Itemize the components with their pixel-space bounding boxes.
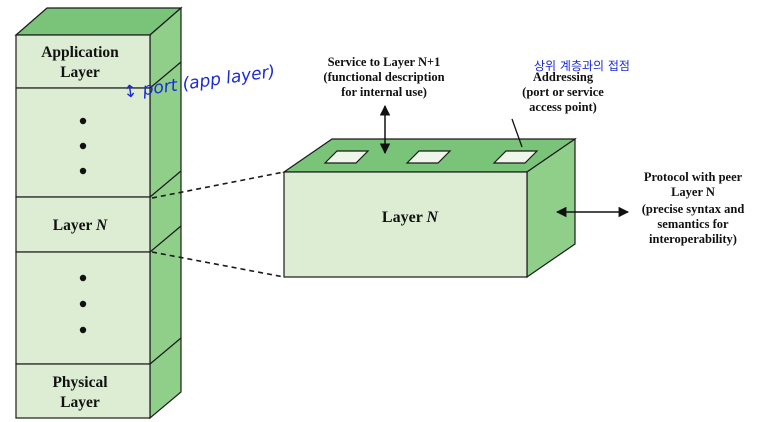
box-front-face [283, 171, 528, 278]
addressing-line-1: Addressing [533, 70, 594, 84]
physical-label-line1: Physical [52, 374, 108, 391]
protocol-line-2: Layer N [671, 185, 715, 199]
addressing-annotation: Addressing (port or service access point… [522, 70, 604, 114]
protocol-line-3: (precise syntax and [642, 202, 745, 216]
stack-layer-n-label: Layer N [53, 217, 108, 234]
physical-label-line2: Layer [60, 394, 100, 411]
handwritten-korean-note: 상위 계층과의 접점 [534, 59, 630, 73]
addressing-line-3: access point) [529, 100, 597, 114]
layer-stack: Application Layer Layer N Physical Layer [14, 6, 183, 420]
stack-side-face [149, 6, 182, 420]
protocol-line-1: Protocol with peer [644, 170, 743, 184]
protocol-line-4: semantics for [657, 217, 729, 231]
service-line-1: Service to Layer N+1 [328, 55, 441, 69]
ellipsis-dots [79, 117, 87, 334]
addressing-pointer [511, 118, 523, 148]
stack-cell-layer-n [15, 196, 151, 253]
service-line-3: for internal use) [341, 85, 427, 99]
addressing-line-2: (port or service [522, 85, 604, 99]
slot-3 [492, 150, 539, 164]
stack-cell-upper-ellipsis [15, 87, 151, 198]
service-line-2: (functional description [323, 70, 444, 84]
box-layer-n-label: Layer N [382, 209, 440, 226]
protocol-line-5: interoperability) [649, 232, 737, 246]
slot-1 [323, 150, 370, 164]
layer-n-box: Layer N [282, 137, 577, 279]
stack-cell-application [15, 34, 151, 89]
application-label-line1: Application [41, 44, 119, 61]
access-point-slots [323, 150, 539, 164]
stack-cell-lower-ellipsis [15, 251, 151, 365]
slot-2 [405, 150, 452, 164]
zoom-connectors [151, 171, 285, 278]
application-label-line2: Layer [60, 64, 100, 81]
stack-cell-physical [15, 363, 151, 419]
protocol-annotation: Protocol with peer Layer N (precise synt… [642, 170, 745, 246]
service-annotation: Service to Layer N+1 (functional descrip… [323, 55, 444, 99]
stack-side-dividers [149, 61, 182, 365]
